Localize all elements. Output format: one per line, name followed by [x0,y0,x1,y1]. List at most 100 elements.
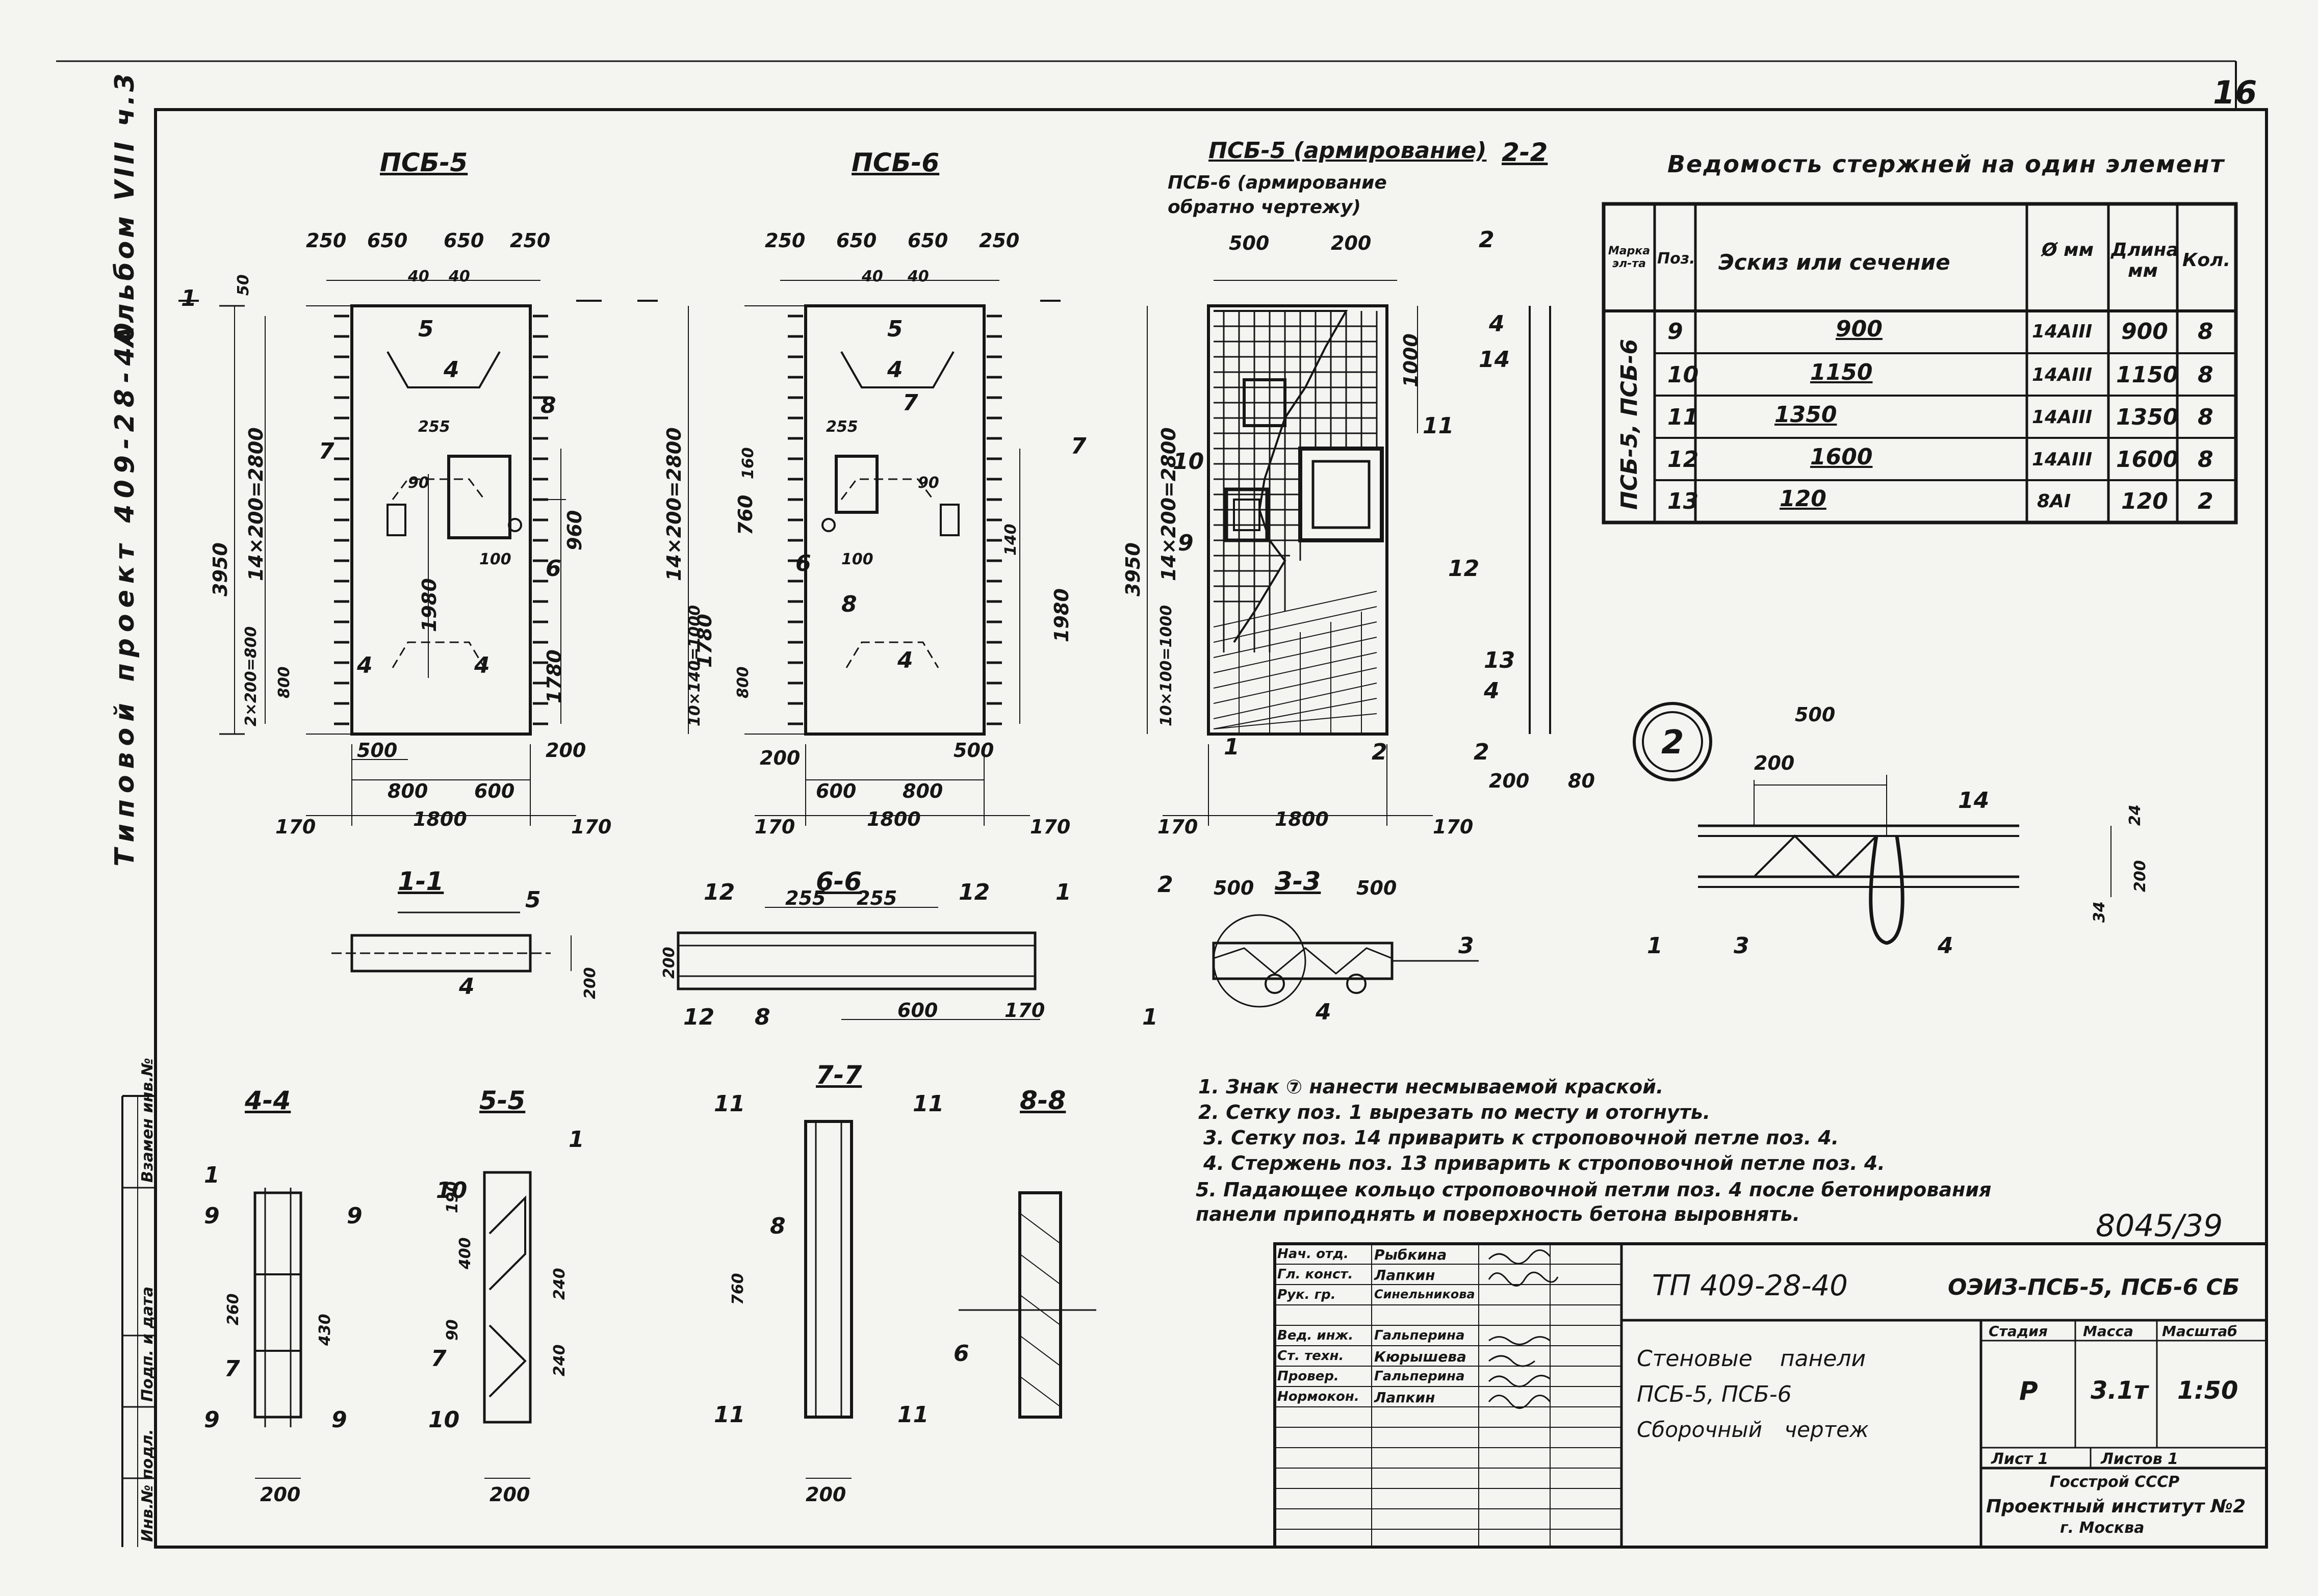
reinforcement-mesh-top [1214,311,1378,652]
tb-mass: 3.1т [2091,1376,2148,1405]
row-2-qty: 8 [2198,362,2213,388]
detail-2-pos-1: 1 [1647,933,1663,959]
tb-name-7: Лапкин [1374,1389,1435,1406]
tb-name-line-3: Сборочный чертеж [1637,1417,1869,1442]
psb5-low: 2×200=800 [242,626,260,726]
view-title-psb5: ПСБ-5 [380,148,468,177]
stamp-inv: Инв.№ подл. [139,1429,157,1542]
section-4-4-pos-7: 7 [224,1356,240,1382]
row-1-len: 900 [2121,319,2168,345]
arm-dim-1800: 1800 [1275,808,1329,830]
section-4-4-pos-9c: 9 [204,1407,220,1433]
section-5-5-title: 5-5 [479,1086,526,1115]
detail-2 [1633,702,2111,945]
section-6-6-dim-4: 600 [897,999,938,1022]
tb-role-3: Рук. гр. [1277,1287,1336,1302]
section-6-6-pos-12a: 12 [704,879,735,905]
psb5-pos-6: 6 [546,556,561,582]
section-7-7-pos-8: 8 [770,1213,786,1239]
section-4-4 [253,1188,302,1479]
note-3: 3. Сетку поз. 14 приварить к строповочно… [1203,1127,1839,1149]
psb6-dim-top-4: 250 [979,229,1020,252]
arm-pos-9: 9 [1178,530,1194,556]
section-6-6-dim-1: 255 [785,887,826,909]
psb6-width-total: 1800 [867,808,921,830]
panel-psb6-hatch [788,315,1002,725]
left-margin-album: Альбом VIII ч.3 [110,70,140,347]
psb5-d50: 50 [235,274,252,296]
arm-pos-1: 1 [1224,734,1240,760]
arm-pos-14: 14 [1479,347,1510,373]
row-3-len: 1350 [2116,404,2179,430]
row-4-sketch: 1600 [1810,444,1873,470]
arm-pos-10: 10 [1173,449,1204,475]
tb-name-line-1: Стеновые панели [1637,1346,1866,1372]
psb6-d100: 100 [841,551,873,568]
section-1-1-dim: 200 [581,967,599,999]
row-1-d: 14АIII [2032,321,2093,342]
section-3-3-pos-2: 2 [1157,872,1173,898]
psb5-dim-top-4: 250 [510,229,551,252]
psb6-dim-top-2: 650 [836,229,877,252]
row-4-len: 1600 [2116,447,2179,473]
tb-name-5: Кюрышева [1374,1348,1466,1365]
psb6-pos-4b: 4 [897,647,913,673]
arm-dim-200b: 200 [1489,770,1530,792]
arm-dim-80: 80 [1568,770,1595,792]
row-2-sketch: 1150 [1810,359,1873,385]
section-6-6-dim-3: 200 [660,947,678,979]
detail-2-dim-200: 200 [1754,752,1795,774]
section-6-6-pos-12c: 12 [683,1004,715,1030]
row-4-qty: 8 [2198,447,2213,473]
arm-pos-2c: 2 [1474,739,1489,765]
detail-2-pos-4: 4 [1938,933,1953,959]
row-3-d: 14АIII [2032,407,2093,428]
tb-org-3: г. Москва [2060,1519,2145,1537]
tb-role-7: Нормокон. [1277,1389,1359,1404]
note-5: 5. Падающее кольцо строповочной петли по… [1196,1179,1992,1225]
row-3-sketch: 1350 [1774,402,1837,428]
psb6-d800: 800 [734,666,752,698]
tb-role-2: Гл. конст. [1277,1267,1353,1282]
section-7-7-pos-11c: 11 [714,1402,745,1428]
psb6-pos-7b: 7 [1071,433,1087,459]
tb-sheets: Листов 1 [2101,1450,2179,1468]
psb6-pos-8: 8 [841,591,857,617]
psb5-d1980: 1980 [418,578,441,632]
arm-dim-170b: 170 [1433,816,1474,838]
note-4: 4. Стержень поз. 13 приварить к стропово… [1203,1152,1885,1174]
psb6-pos-5: 5 [887,316,903,342]
section-7-7 [804,1120,853,1479]
row-4-d: 14АIII [2032,449,2093,470]
arm-pos-12: 12 [1448,556,1480,582]
section-5-5-pos-7: 7 [431,1346,447,1372]
section-5-5-pos-10b: 10 [428,1407,460,1433]
section-7-7-dim-1: 760 [729,1273,747,1305]
section-4-4-pos-1: 1 [204,1162,220,1188]
section-7-7-title: 7-7 [816,1060,862,1090]
arm-pos-2: 2 [1479,227,1495,253]
arm-dim-200: 200 [1331,232,1372,254]
psb5-pos-8: 8 [540,393,556,418]
table-head-dia: Ø мм [2042,240,2094,260]
arm-dim-1000: 1000 [1400,333,1422,387]
section-5-5-pos-10: 10 [436,1178,468,1203]
section-6-6 [677,907,1040,1020]
psb6-side-left: 170 [755,816,795,838]
panel-psb6-view [637,280,1061,826]
section-4-4-pos-9d: 9 [331,1407,347,1433]
psb6-d160: 160 [739,447,757,479]
panel-psb5-view [178,280,602,826]
psb6-dim-small-2: 40 [908,268,929,285]
psb5-grid: 14×200=2800 [245,427,267,581]
psb5-dim-bottom-1: 500 [357,739,398,762]
row-4-pos: 12 [1667,447,1699,473]
psb6-dim-small-1: 40 [862,268,883,285]
detail-2-label: 2 [1661,724,1684,762]
psb5-dim-top-3: 650 [444,229,484,252]
tb-role-5: Ст. техн. [1277,1348,1344,1364]
tb-name-3: Синельникова [1374,1287,1475,1301]
arm-pos-13: 13 [1484,647,1515,673]
section-5-5-pos-1: 1 [569,1127,584,1153]
section-1-1-pos-5: 5 [525,887,541,913]
